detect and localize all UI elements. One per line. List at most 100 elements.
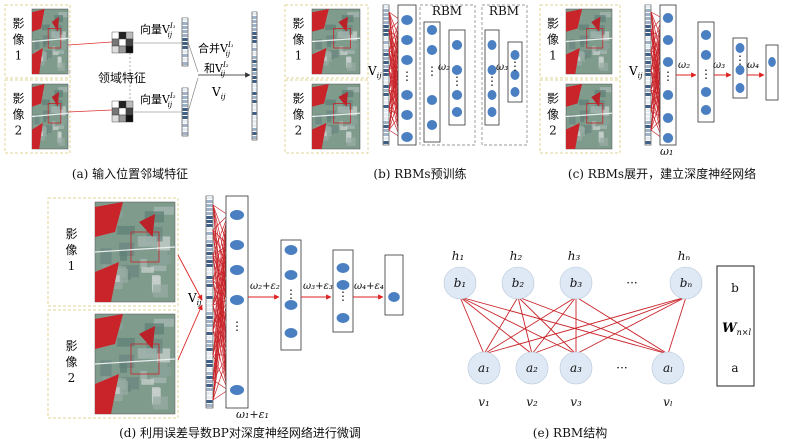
panel-a-vector-merged-cell — [252, 12, 257, 15]
panel-e-visible-node — [515, 351, 549, 385]
panel-d-edges-1-edge — [212, 229, 229, 356]
panel-a-image-1: 影像1 — [4, 4, 71, 79]
panel-d-image-2-image-roi-box — [130, 343, 160, 375]
panel-a-image-2-image-patch — [57, 132, 62, 143]
panel-d-vector-cell — [206, 220, 213, 223]
panel-c-image-2-image-patch — [598, 125, 607, 129]
panel-d-image-2-image-patch — [141, 379, 154, 385]
panel-e-visible-bottom-label: v₁ — [478, 395, 490, 409]
panel-d-edges-1-edge — [212, 214, 229, 256]
panel-c-vector-cell — [645, 69, 651, 72]
panel-d-vij: Vij — [187, 291, 202, 307]
panel-a-neigh-grid-2-cell — [125, 100, 134, 109]
panel-e-legend-w-text: Wn×l — [722, 321, 751, 337]
panel-c-image-2-image-patch — [601, 106, 610, 116]
panel-d-vector-cell — [206, 240, 213, 243]
panel-b-image-2-image-patch — [342, 100, 353, 110]
panel-b-rbm1-hidden-node — [451, 90, 463, 100]
panel-c-image-1-image-patch — [575, 52, 586, 62]
panel-c-vector-cell — [645, 41, 651, 44]
panel-a-neigh-grid-2-cell — [111, 100, 120, 109]
panel-b-rbm2-visible — [484, 29, 500, 126]
panel-d-vector-cell — [206, 384, 213, 387]
panel-a-image-2-image-road — [31, 112, 69, 118]
panel-d-edges-1-edge — [212, 279, 229, 301]
panel-b-vector-cell — [383, 53, 389, 56]
panel-d-edges-1-edge — [212, 244, 229, 401]
panel-b-image-1-image-patch — [342, 25, 353, 35]
panel-d-image-2-image-patch — [117, 337, 135, 347]
panel-a-vector-merged-cell — [252, 72, 257, 75]
panel-b-vector-cell — [383, 41, 389, 44]
panel-d-vector-cell — [206, 336, 213, 339]
panel-a-vector-merged-cell — [252, 112, 257, 115]
panel-c-image-2-frame — [539, 79, 621, 154]
panel-d-image-2-image-road — [94, 358, 176, 365]
panel-a-image-2-image-red-field-2 — [32, 123, 43, 149]
panel-c-layer-2 — [697, 21, 715, 123]
panel-a-image-2-image-patch — [51, 106, 60, 114]
panel-e-visible-node — [559, 351, 593, 385]
panel-d-image-2-image-red-field-2 — [95, 374, 119, 414]
panel-c-image-1-image-patch — [592, 51, 600, 56]
panel-b-vector-cell — [383, 121, 389, 124]
panel-c-w1: ω₁ — [660, 145, 673, 158]
panel-b-vector-cell — [383, 77, 389, 80]
panel-d-image-2-image-patch — [153, 396, 168, 410]
panel-c-image-2-image-patch — [599, 137, 608, 146]
panel-a-image-2-image-patch — [57, 125, 65, 129]
panel-d-image-2-image-patch — [100, 360, 112, 377]
panel-a-vector-merged-cell — [252, 76, 257, 79]
panel-d-vector-cell — [206, 272, 213, 275]
panel-b-image-1-image-patch — [327, 50, 339, 59]
panel-b-layer-1-node — [401, 35, 413, 45]
panel-d-image-1-image-patch — [137, 236, 157, 247]
panel-b-image-1-image-red-field-3 — [338, 16, 348, 32]
panel-d-vector-cell — [206, 316, 213, 319]
panel-c-w4: ω₄ — [747, 60, 759, 71]
panel-e-edge — [517, 296, 533, 355]
panel-d-vector-cell — [206, 372, 213, 375]
panel-d-image-1-image-patch — [120, 250, 127, 261]
panel-c-vector-cell — [645, 13, 651, 16]
panel-a-image-1-image-patch — [43, 50, 52, 59]
panel-b-vector-cell — [383, 93, 389, 96]
panel-c-w2: ω₂ — [678, 60, 690, 71]
panel-d-vector-cell — [206, 208, 213, 211]
panel-a-neigh-grid-1-cell — [118, 45, 127, 54]
panel-b-caption: (b) RBMs预训练 — [373, 166, 466, 181]
panel-d-layer-3-dots: ⋮ — [337, 289, 349, 303]
panel-b-image-1-image-red-field — [312, 9, 329, 32]
panel-c-image-1-label-char: 1 — [549, 49, 557, 63]
panel-c-layer-1-node — [662, 113, 674, 123]
panel-a-vector-merged-cell — [252, 104, 257, 107]
panel-c-vector-cell — [645, 93, 651, 96]
panel-b-layer-1 — [397, 4, 417, 146]
panel-b-vector-cell — [383, 33, 389, 36]
panel-c-image-2-label-char: 影 — [547, 92, 559, 106]
panel-e-hidden-node — [559, 266, 593, 300]
panel-b-vector-cell — [383, 137, 389, 140]
panel-c-image-1-image-patch — [580, 40, 585, 48]
panel-a-image-2-image-patch — [43, 125, 52, 134]
panel-b-image-1-image — [311, 8, 361, 75]
panel-c-layer-3-node — [735, 65, 745, 75]
panel-a-image-2: 影像2 — [4, 79, 71, 154]
panel-a-vector-merged-cell — [252, 132, 257, 135]
panel-e-visible-node — [651, 351, 685, 385]
panel-b-rbm2-hidden-node — [510, 87, 520, 97]
panel-d-image-1-label-char: 1 — [68, 259, 76, 273]
panel-e-hidden-node-label: b₃ — [570, 276, 583, 290]
panel-a-image-1-frame — [4, 4, 71, 79]
panel-b-image-1-image-road — [311, 37, 361, 43]
panel-b-rbm2-hidden-dots: ⋮ — [509, 59, 521, 73]
panel-b-rbm2-hidden — [507, 41, 523, 103]
panel-a-vector-merged-cell — [252, 36, 257, 39]
panel-d-vector-cell — [206, 228, 213, 231]
panel-c-vij: Vij — [628, 64, 643, 80]
panel-c-vector-cell — [645, 61, 651, 64]
panel-d-edges-1-edge — [212, 214, 229, 306]
panel-b-vector-cell — [383, 61, 389, 64]
panel-c-image-2: 影像2 — [539, 79, 621, 154]
panel-c-vector-cell — [645, 137, 651, 140]
